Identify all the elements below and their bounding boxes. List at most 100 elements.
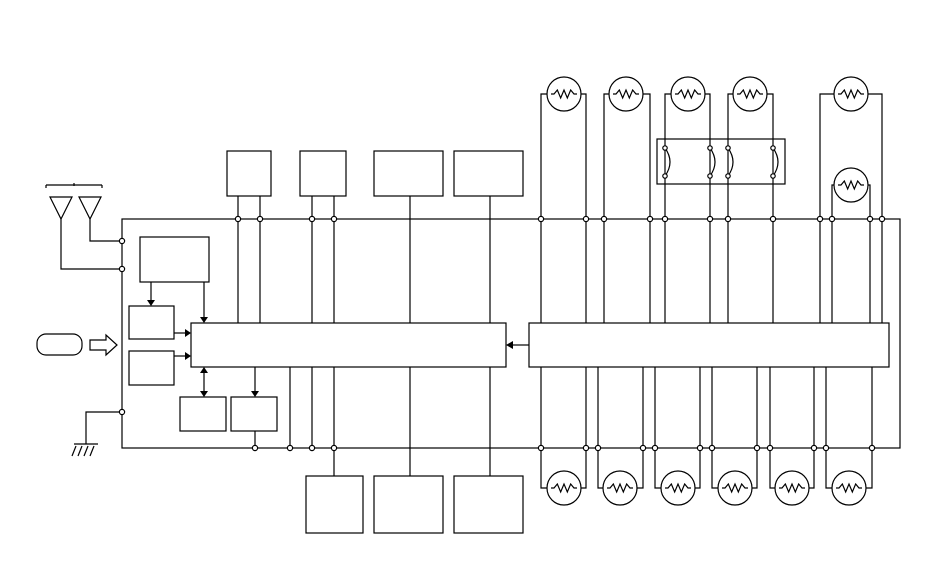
wire <box>695 367 701 489</box>
terminal <box>810 444 818 452</box>
top-box-1 <box>226 150 272 197</box>
wire <box>637 367 644 489</box>
fuses <box>662 145 779 179</box>
terminal <box>878 215 886 223</box>
bottom-box-1 <box>305 475 364 534</box>
terminal <box>594 444 602 452</box>
wire <box>643 93 651 323</box>
terminal <box>251 444 259 452</box>
main-unit-enclosure <box>121 218 901 449</box>
wire <box>664 93 671 323</box>
terminal <box>828 215 836 223</box>
wire <box>819 93 834 323</box>
fuse-icon <box>725 145 734 179</box>
input-device <box>36 333 83 356</box>
module-d <box>230 396 278 432</box>
antenna-icon <box>49 196 73 221</box>
wire <box>868 184 871 323</box>
terminal <box>708 444 716 452</box>
top-box-4 <box>453 150 524 197</box>
terminal <box>866 215 874 223</box>
terminal <box>118 237 126 245</box>
terminal <box>330 444 338 452</box>
lamp-icon <box>546 470 582 506</box>
antenna-icon <box>78 196 102 221</box>
filament <box>665 482 691 494</box>
lamp-icon <box>833 167 869 203</box>
wire <box>581 367 587 489</box>
terminal <box>724 215 732 223</box>
lamp-icon <box>732 76 768 112</box>
lamp-icon <box>660 470 696 506</box>
wire <box>866 367 873 489</box>
terminal <box>537 215 545 223</box>
lamp-icon <box>831 470 867 506</box>
filament <box>838 88 864 100</box>
wire <box>752 367 758 489</box>
receiver-module <box>139 236 210 283</box>
wire <box>769 367 775 489</box>
fuse-icon <box>707 145 716 179</box>
internal-arrows <box>147 282 529 397</box>
terminal <box>639 444 647 452</box>
terminal <box>256 215 264 223</box>
lamp-icon <box>774 470 810 506</box>
terminal <box>286 444 294 452</box>
filament <box>836 482 862 494</box>
filament <box>675 88 701 100</box>
filament <box>838 179 864 191</box>
terminal <box>330 215 338 223</box>
wire <box>705 93 711 323</box>
fuse-icon <box>662 145 671 179</box>
lamp-icon <box>717 470 753 506</box>
wire <box>581 93 587 323</box>
terminal <box>118 408 126 416</box>
bottom-box-2 <box>373 475 444 534</box>
wires <box>237 93 883 489</box>
terminal <box>766 444 774 452</box>
antenna-group <box>45 183 122 270</box>
wire <box>711 367 718 489</box>
control-unit-right <box>528 322 890 368</box>
top-box-3 <box>373 150 444 197</box>
fuse-panel <box>656 138 786 185</box>
terminal <box>646 215 654 223</box>
control-unit-left <box>190 322 507 368</box>
wire <box>603 93 609 323</box>
terminal <box>769 215 777 223</box>
lamp-icon <box>833 76 869 112</box>
wire <box>767 93 774 323</box>
filament <box>607 482 633 494</box>
wire <box>540 367 547 489</box>
terminal <box>582 215 590 223</box>
filament <box>551 88 577 100</box>
terminal <box>600 215 608 223</box>
filament <box>779 482 805 494</box>
lamp-icon <box>602 470 638 506</box>
terminal <box>651 444 659 452</box>
lamp-icon <box>546 76 582 112</box>
arrow-right-icon <box>89 333 118 357</box>
terminal <box>868 444 876 452</box>
wire <box>597 367 603 489</box>
module-b <box>128 350 175 386</box>
terminal <box>822 444 830 452</box>
filament <box>551 482 577 494</box>
module-a <box>128 305 175 340</box>
filament <box>737 88 763 100</box>
terminal <box>308 215 316 223</box>
fuse-icon <box>770 145 779 179</box>
wire <box>727 93 733 323</box>
wire <box>540 93 547 323</box>
lamp-icon <box>608 76 644 112</box>
top-box-2 <box>299 150 347 197</box>
bottom-box-3 <box>453 475 524 534</box>
terminal <box>537 444 545 452</box>
module-c <box>179 396 227 432</box>
terminal <box>753 444 761 452</box>
terminal <box>118 265 126 273</box>
wire <box>825 367 832 489</box>
filament <box>722 482 748 494</box>
wire <box>809 367 815 489</box>
